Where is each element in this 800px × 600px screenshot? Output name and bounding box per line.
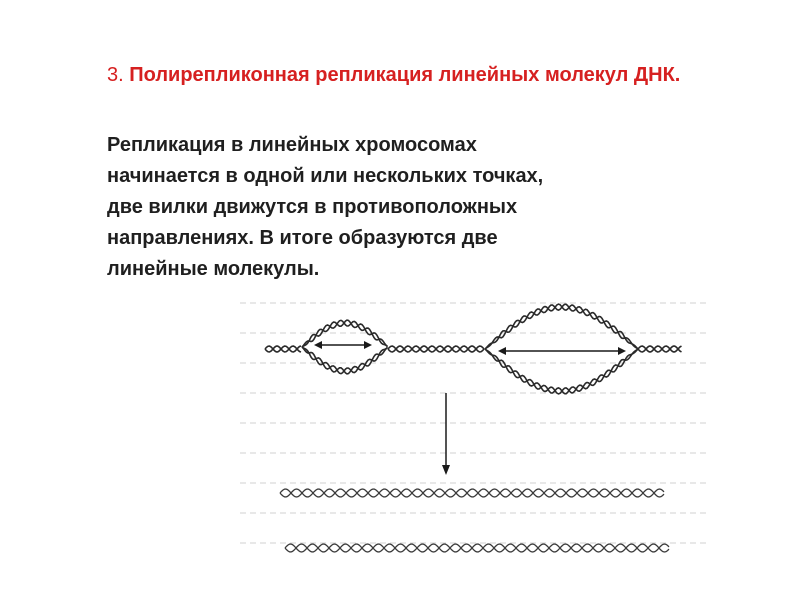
body-line-4: направлениях. В итоге образуются две xyxy=(107,227,498,249)
bidirectional-arrow-left-bubble xyxy=(314,341,372,349)
title-number: 3. xyxy=(107,64,124,86)
parent-right-tail-strand-2 xyxy=(637,345,682,353)
left-bubble-upper-strand-2 xyxy=(301,319,389,348)
daughter-1-strand-2 xyxy=(279,488,665,498)
bidirectional-arrow-right-bubble xyxy=(498,347,626,355)
right-bubble-upper-strand-2 xyxy=(484,303,639,350)
body-line-5: линейные молекулы. xyxy=(107,258,320,280)
right-bubble-upper-strand-1 xyxy=(484,303,639,350)
parent-left-tail-strand-2 xyxy=(264,345,302,353)
body-line-3: две вилки движутся в противоположных xyxy=(107,196,518,218)
slide-title: 3. Полирепликонная репликация линейных м… xyxy=(107,60,727,90)
daughter-1-strand-1 xyxy=(279,488,665,498)
right-bubble-lower-strand-1 xyxy=(484,348,639,395)
parent-right-tail-strand-1 xyxy=(637,345,682,353)
right-bubble-lower-strand-2 xyxy=(484,348,639,395)
parent-left-tail-strand-1 xyxy=(264,345,302,353)
daughter-molecule-2 xyxy=(284,543,670,553)
daughter-2-strand-1 xyxy=(284,543,670,553)
daughter-2-strand-2 xyxy=(284,543,670,553)
body-line-2: начинается в одной или нескольких точках… xyxy=(107,165,544,187)
slide-body-text: Репликация в линейных хромосомах начинае… xyxy=(107,130,727,285)
background-ghost-lines xyxy=(240,302,710,544)
parent-middle-strand-2 xyxy=(387,345,485,353)
daughter-molecule-1 xyxy=(279,488,665,498)
dna-replication-diagram xyxy=(240,302,710,553)
title-text: Полирепликонная репликация линейных моле… xyxy=(129,64,681,86)
body-line-1: Репликация в линейных хромосомах xyxy=(107,134,477,156)
downward-arrow xyxy=(442,393,450,475)
left-bubble-lower-strand-2 xyxy=(301,346,389,375)
parent-dna-molecule xyxy=(264,303,682,395)
